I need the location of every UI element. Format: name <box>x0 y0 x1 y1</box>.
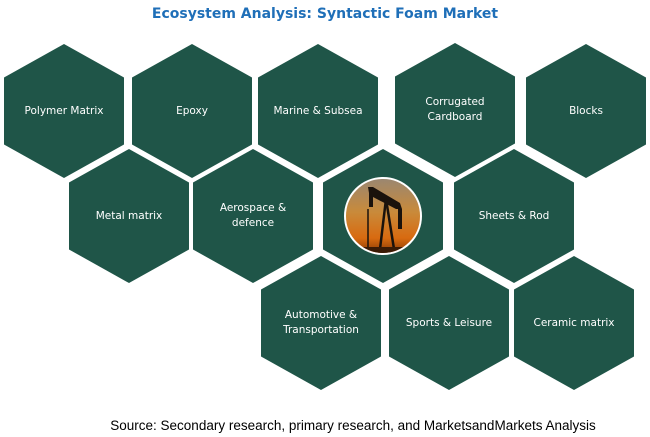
hex-sheets-rod: Sheets & Rod <box>454 149 574 283</box>
hex-label: Polymer Matrix <box>24 104 104 117</box>
hex-sports-leisure: Sports & Leisure <box>389 256 509 390</box>
hex-corrugated-cardboard: Corrugated Cardboard <box>395 43 515 177</box>
hex-ceramic-matrix: Ceramic matrix <box>514 256 634 390</box>
source-note: Source: Secondary research, primary rese… <box>110 418 596 433</box>
diagram-title: Ecosystem Analysis: Syntactic Foam Marke… <box>151 6 499 22</box>
hex-blocks: Blocks <box>526 44 646 178</box>
hex-label: Corrugated Cardboard <box>425 96 485 123</box>
hex-label: Ceramic matrix <box>533 316 615 329</box>
hex-epoxy: Epoxy <box>132 44 252 178</box>
hex-label: Aerospace & defence <box>219 202 287 229</box>
hex-label: Sports & Leisure <box>405 316 493 329</box>
hex-label: Sheets & Rod <box>478 209 550 222</box>
hex-label: Metal matrix <box>95 209 163 222</box>
hex-label: Automotive & Transportation <box>283 309 359 336</box>
hex-center <box>323 149 443 283</box>
hex-label: Epoxy <box>176 104 208 117</box>
hex-aerospace-defence: Aerospace & defence <box>193 149 313 283</box>
hex-marine-subsea: Marine & Subsea <box>258 44 378 178</box>
hex-label: Marine & Subsea <box>273 104 363 117</box>
hex-polymer-matrix: Polymer Matrix <box>4 44 124 178</box>
hex-label: Blocks <box>569 104 603 117</box>
hex-metal-matrix: Metal matrix <box>69 149 189 283</box>
oil-pump-jack-icon <box>344 177 422 255</box>
hex-automotive-transportation: Automotive & Transportation <box>261 256 381 390</box>
